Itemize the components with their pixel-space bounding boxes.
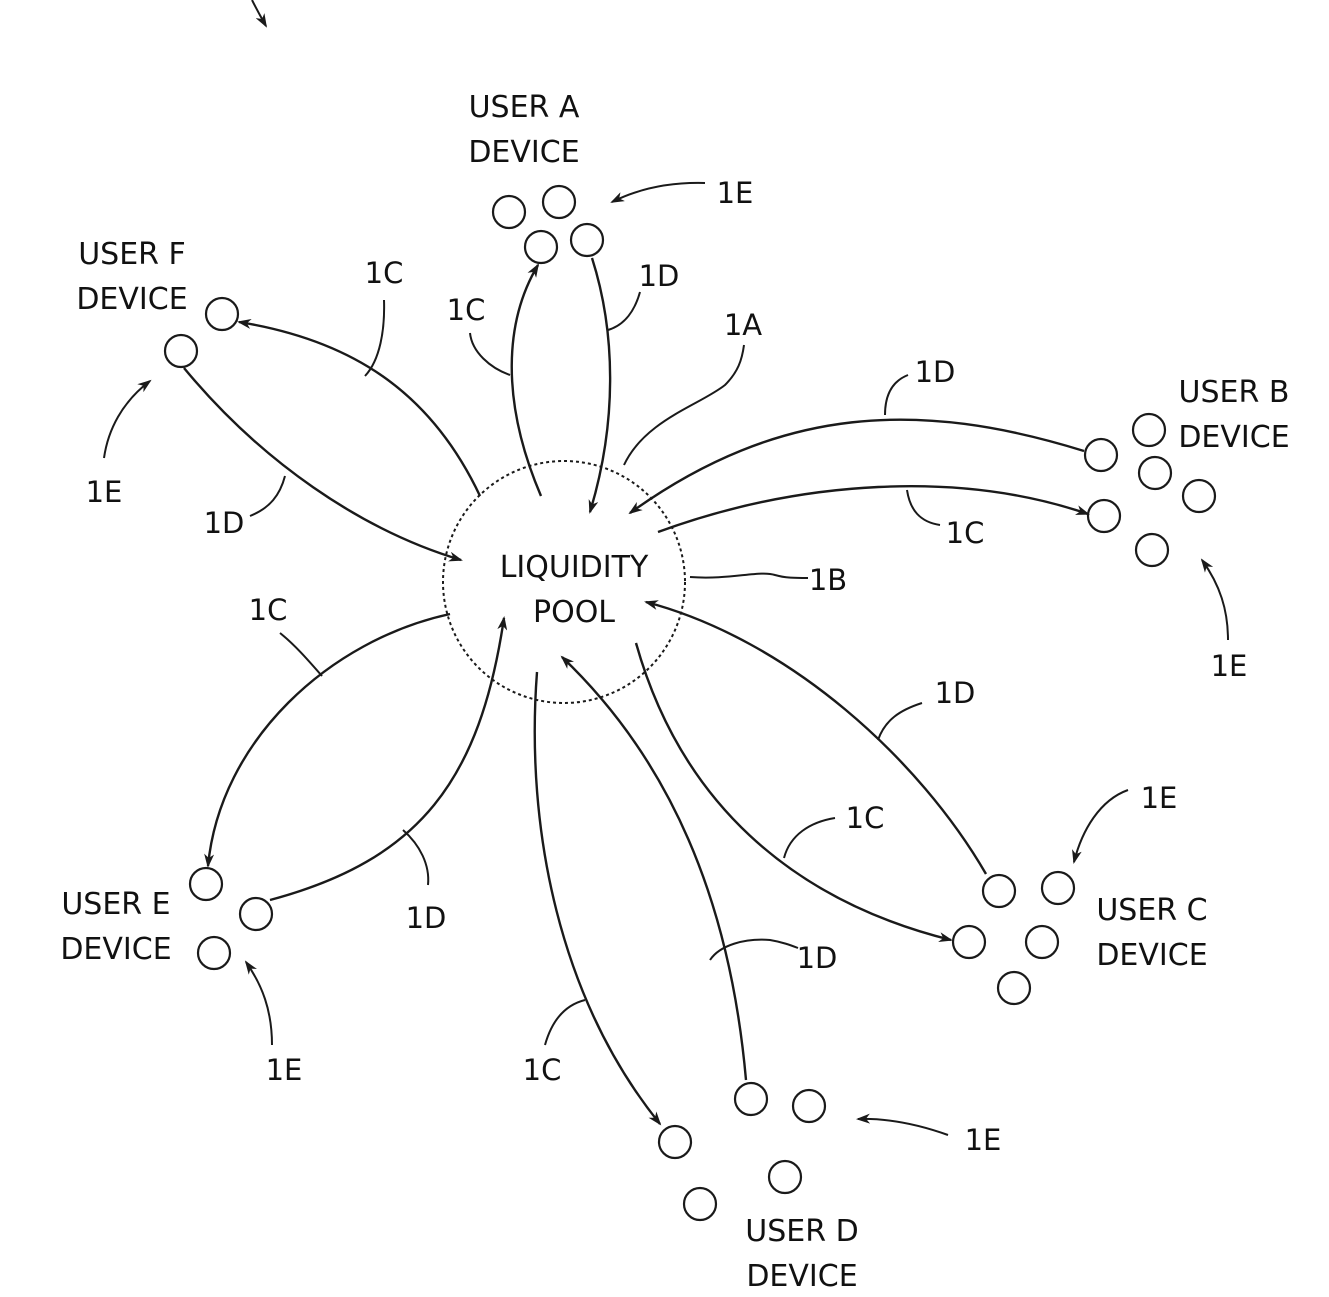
user-b-device-node [1088,500,1120,532]
flow-arrow-1d-d-to-pool [562,657,746,1080]
liquidity-pool-label-line1: LIQUIDITY [500,550,649,585]
flow-arrow-1c-pool-to-c [636,643,951,940]
leader-1e-c [1074,790,1128,862]
figure-pointer-arrow [252,0,266,26]
ref-1c-b: 1C [946,516,985,550]
user-c-device-node [953,926,985,958]
ref-1d-e: 1D [406,901,447,935]
user-e-label-line2: DEVICE [60,932,171,967]
user-b-device-node [1183,480,1215,512]
user-f-label-line1: USER F [78,237,186,272]
ref-1d-b: 1D [915,355,956,389]
leader-1d-b [885,375,908,415]
user-c-label-line1: USER C [1096,893,1207,928]
user-b-device-node [1139,457,1171,489]
user-e-label-line1: USER E [61,887,170,922]
user-e-device-node [240,898,272,930]
user-e-device-node [198,937,230,969]
user-a-label-line2: DEVICE [468,135,579,170]
ref-1e-b: 1E [1211,649,1248,683]
leader-1d-c [878,703,922,740]
leader-1d-a [608,292,640,330]
flow-arrow-1d-c-to-pool [646,602,986,874]
leader-1c-a [470,333,510,375]
user-c-device-node [998,972,1030,1004]
user-b-device-node [1133,414,1165,446]
flow-arrow-1d-b-to-pool [630,420,1084,513]
user-b-device-node [1136,534,1168,566]
leader-1b [690,574,808,578]
flow-arrow-1c-pool-to-a [512,265,541,496]
ref-1e-a: 1E [717,176,754,210]
ref-1e-d: 1E [965,1123,1002,1157]
user-b-label-line1: USER B [1179,375,1290,410]
leader-1c-d [545,1000,585,1045]
user-d-device-node [735,1083,767,1115]
ref-1c-d: 1C [523,1053,562,1087]
user-c-label-line2: DEVICE [1096,938,1207,973]
flow-arrow-1c-pool-to-b [658,486,1088,532]
user-f-label-line2: DEVICE [76,282,187,317]
flow-arrow-1d-e-to-pool [270,618,504,900]
leader-1c-e [280,633,322,676]
ref-1d-c: 1D [935,676,976,710]
user-a-device-node [571,224,603,256]
ref-1c-e: 1C [249,593,288,627]
user-d-device-node [659,1126,691,1158]
user-a-device-node [493,196,525,228]
user-c-device-node [1042,872,1074,904]
ref-1c-a: 1C [447,293,486,327]
ref-1e-f: 1E [86,475,123,509]
user-a-label-line1: USER A [469,90,580,125]
leader-1c-c [784,818,835,858]
liquidity-pool-label-line2: POOL [533,595,615,630]
leader-1d-e [403,830,428,885]
flow-arrow-1c-pool-to-f [239,322,480,496]
user-e-device-node [190,868,222,900]
user-f-device-node [165,335,197,367]
user-c-device-node [983,875,1015,907]
leader-1e-b [1202,560,1228,640]
user-a-device-node [525,231,557,263]
leader-1d-f [250,476,285,516]
leader-1e-d [858,1119,948,1135]
ref-1b: 1B [809,563,847,597]
leader-1e-f [104,381,150,458]
leader-1e-a [612,183,705,202]
user-b-device-node [1085,439,1117,471]
ref-1a: 1A [724,308,762,342]
leader-1e-e [246,962,272,1045]
leader-1c-b [907,490,940,525]
ref-1e-e: 1E [266,1053,303,1087]
ref-1c-c: 1C [846,801,885,835]
user-b-label-line2: DEVICE [1178,420,1289,455]
ref-1d-a: 1D [639,259,680,293]
ref-1e-c: 1E [1141,781,1178,815]
user-a-device-node [543,186,575,218]
user-d-device-node [793,1090,825,1122]
ref-1c-f: 1C [365,256,404,290]
user-d-label-line2: DEVICE [746,1259,857,1294]
ref-1d-f: 1D [204,506,245,540]
user-d-label-line1: USER D [745,1214,858,1249]
user-d-device-node [684,1188,716,1220]
leader-1c-f [365,300,384,376]
ref-1d-d: 1D [797,941,838,975]
flow-arrow-1d-a-to-pool [590,258,610,512]
user-d-device-node [769,1161,801,1193]
user-f-device-node [206,298,238,330]
user-c-device-node [1026,926,1058,958]
leader-1a [624,345,744,465]
